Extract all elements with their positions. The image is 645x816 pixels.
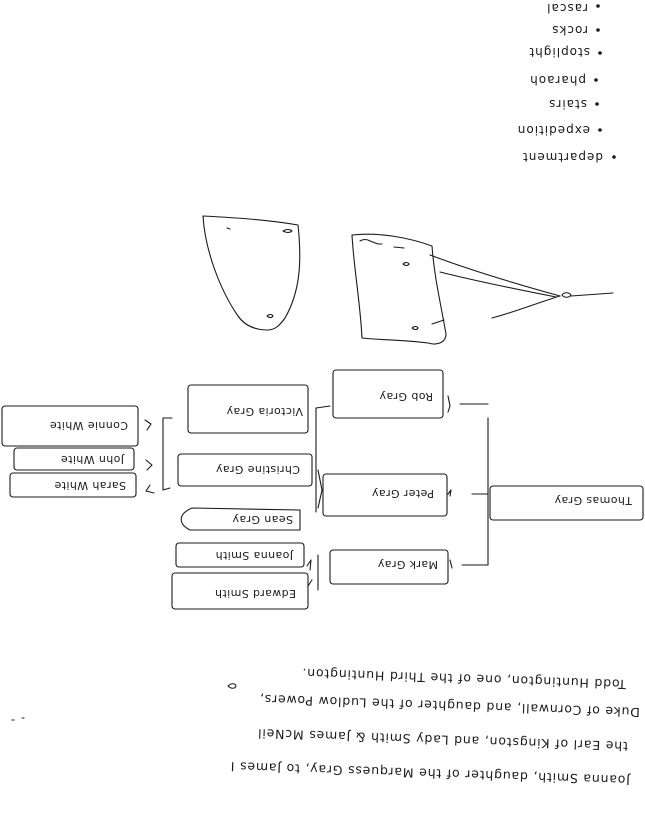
svg-text:Joanna Smith: Joanna Smith bbox=[215, 549, 294, 562]
bullet-icon bbox=[594, 78, 598, 82]
shape-sketch-right bbox=[351, 233, 614, 345]
list-item-label: stairs bbox=[548, 97, 587, 111]
paragraph-line: Joanna Smith, daughter of the Marquess G… bbox=[230, 759, 631, 788]
list-item-label: expedition bbox=[517, 123, 590, 137]
svg-text:Thomas Gray: Thomas Gray bbox=[554, 494, 633, 507]
tree-node-gen3: Christine Gray bbox=[177, 453, 313, 487]
bullet-icon bbox=[595, 102, 599, 106]
tree-node-gen2: Mark Gray bbox=[329, 549, 449, 585]
tree-node-gen4: Sarah White bbox=[9, 472, 137, 498]
svg-text:Victoria Gray: Victoria Gray bbox=[226, 405, 303, 418]
svg-text:Connie White: Connie White bbox=[50, 419, 128, 432]
tree-node-gen3: Victoria Gray bbox=[187, 384, 309, 434]
bullet-icon bbox=[596, 28, 600, 32]
list-item: stoplight bbox=[528, 45, 602, 59]
svg-text:Sean Gray: Sean Gray bbox=[232, 513, 293, 526]
tree-node-gen3: Joanna Smith bbox=[175, 542, 305, 568]
list-item: pharaoh bbox=[529, 73, 598, 87]
tree-node-root: Thomas Gray bbox=[489, 485, 644, 521]
list-item-label: stoplight bbox=[528, 45, 590, 59]
list-item: stairs bbox=[548, 97, 599, 111]
svg-text:Edward Smith: Edward Smith bbox=[215, 587, 296, 600]
tree-node-gen2: Rob Gray bbox=[332, 369, 444, 419]
list-item-label: rascal bbox=[546, 1, 588, 15]
list-item: department bbox=[522, 150, 616, 164]
family-tree: Thomas Gray Rob Gray Peter Gray Mark Gra… bbox=[1, 369, 644, 610]
paragraph-line: the Earl of Kingston, and Lady Smith & J… bbox=[257, 726, 628, 754]
tree-node-gen3: Edward Smith bbox=[171, 572, 309, 610]
svg-text:Sarah White: Sarah White bbox=[54, 479, 126, 492]
bullet-icon bbox=[612, 155, 616, 159]
svg-text:Christine Gray: Christine Gray bbox=[215, 463, 300, 476]
svg-text:Peter Gray: Peter Gray bbox=[372, 487, 434, 500]
tree-node-gen2: Peter Gray bbox=[322, 473, 448, 517]
paragraph-line: Duke of Cornwall, and daughter of the Lu… bbox=[259, 692, 640, 720]
list-item-label: rocks bbox=[551, 23, 588, 37]
tree-node-gen4: John White bbox=[13, 447, 135, 471]
svg-text:John White: John White bbox=[61, 453, 125, 466]
list-item-label: pharaoh bbox=[529, 73, 586, 87]
bullet-icon bbox=[598, 51, 602, 55]
svg-text:Rob Gray: Rob Gray bbox=[379, 390, 433, 403]
bullet-icon bbox=[598, 128, 602, 132]
svg-text:Mark Gray: Mark Gray bbox=[377, 558, 438, 571]
list-item: expedition bbox=[517, 123, 602, 137]
list-item-label: department bbox=[522, 150, 603, 164]
paragraph-line: Todd Huntington, one of the Third Huntin… bbox=[301, 666, 627, 692]
tree-node-gen4: Connie White bbox=[1, 405, 139, 447]
shape-sketch-left bbox=[202, 215, 301, 331]
handwritten-paragraph: Joanna Smith, daughter of the Marquess G… bbox=[11, 666, 640, 788]
list-item: rocks bbox=[551, 23, 600, 37]
list-item: rascal bbox=[546, 1, 600, 15]
tree-node-gen3: Sean Gray bbox=[180, 507, 301, 531]
word-list: rascal rocks stoplight pharaoh stairs ex… bbox=[517, 1, 616, 164]
bullet-icon bbox=[596, 4, 600, 8]
